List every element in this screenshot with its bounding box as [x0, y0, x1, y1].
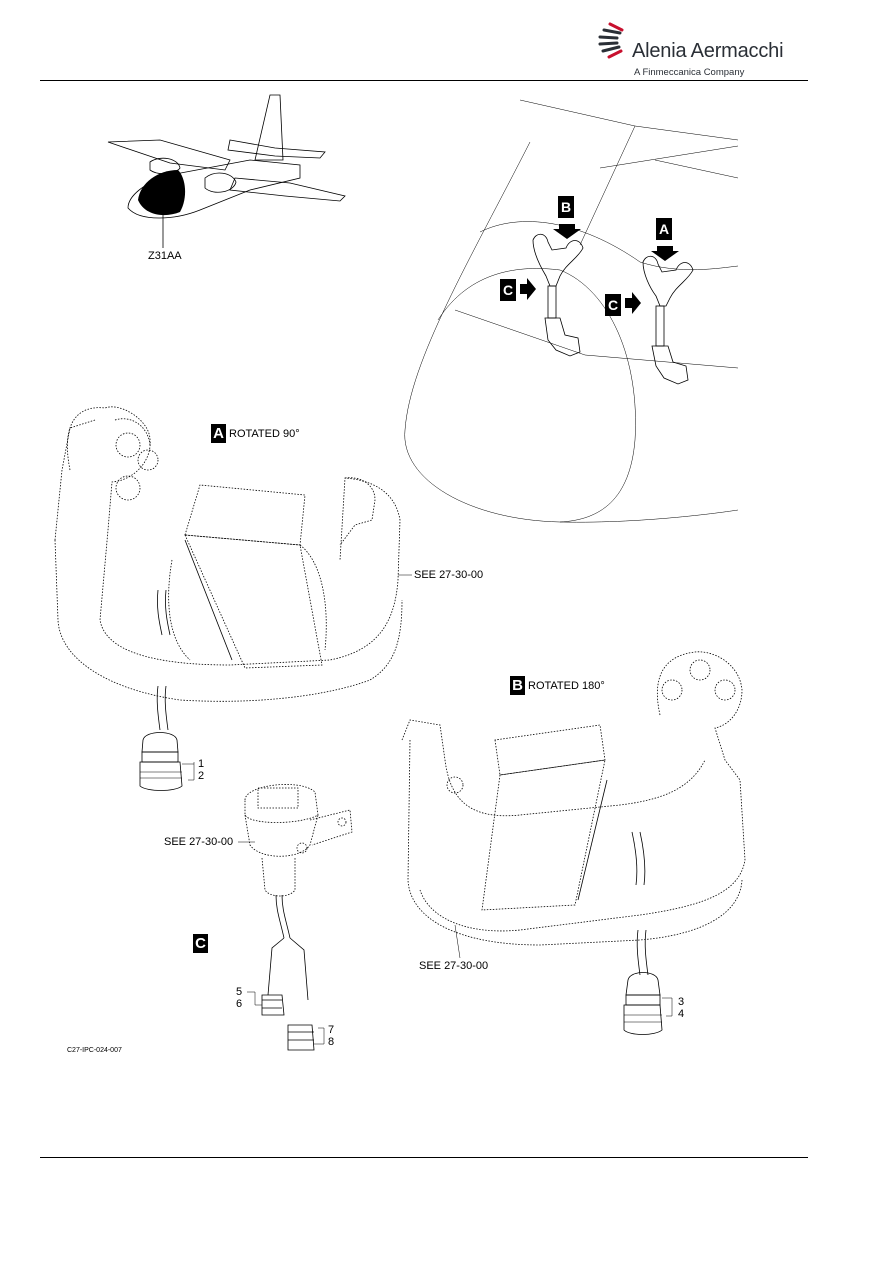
callout-2: 2: [198, 770, 205, 782]
reference-view-c: SEE 27-30-00: [164, 836, 234, 848]
footer-rule: [40, 1157, 808, 1158]
logo-mark-icon: [598, 22, 624, 59]
header-rule: [40, 80, 808, 81]
arrow-label-b: B: [560, 199, 572, 215]
callout-7: 7: [328, 1024, 335, 1036]
arrow-label-c-left: C: [502, 282, 514, 298]
brand-name: Alenia Aermacchi: [632, 40, 784, 62]
view-c-title: C: [193, 934, 208, 953]
callout-8: 8: [328, 1036, 335, 1048]
reference-view-a: SEE 27-30-00: [414, 569, 484, 581]
view-a-letter: A: [211, 424, 226, 443]
view-c-part: [238, 784, 353, 1051]
view-a-caption: ROTATED 90°: [229, 427, 300, 440]
callout-6: 6: [236, 998, 243, 1010]
view-a-title: A ROTATED 90°: [211, 424, 300, 443]
callout-1: 1: [198, 758, 205, 770]
aircraft-icon: [107, 94, 346, 248]
figure-id: C27-IPC-024-007: [67, 1047, 122, 1054]
arrow-label-a: A: [658, 221, 670, 237]
view-a-yoke: [54, 406, 412, 791]
view-b-caption: ROTATED 180°: [528, 679, 605, 692]
callout-5: 5: [236, 986, 243, 998]
view-b-yoke: [401, 651, 746, 1035]
callout-4: 4: [678, 1008, 685, 1020]
zone-label: Z31AA: [148, 250, 182, 262]
callout-3: 3: [678, 996, 685, 1008]
reference-view-b: SEE 27-30-00: [419, 960, 489, 972]
arrow-label-c-right: C: [607, 297, 619, 313]
cockpit-overview: [404, 99, 739, 523]
view-c-letter: C: [193, 934, 208, 953]
view-b-title: B ROTATED 180°: [510, 676, 605, 695]
view-b-letter: B: [510, 676, 525, 695]
brand-tagline: A Finmeccanica Company: [634, 67, 745, 78]
